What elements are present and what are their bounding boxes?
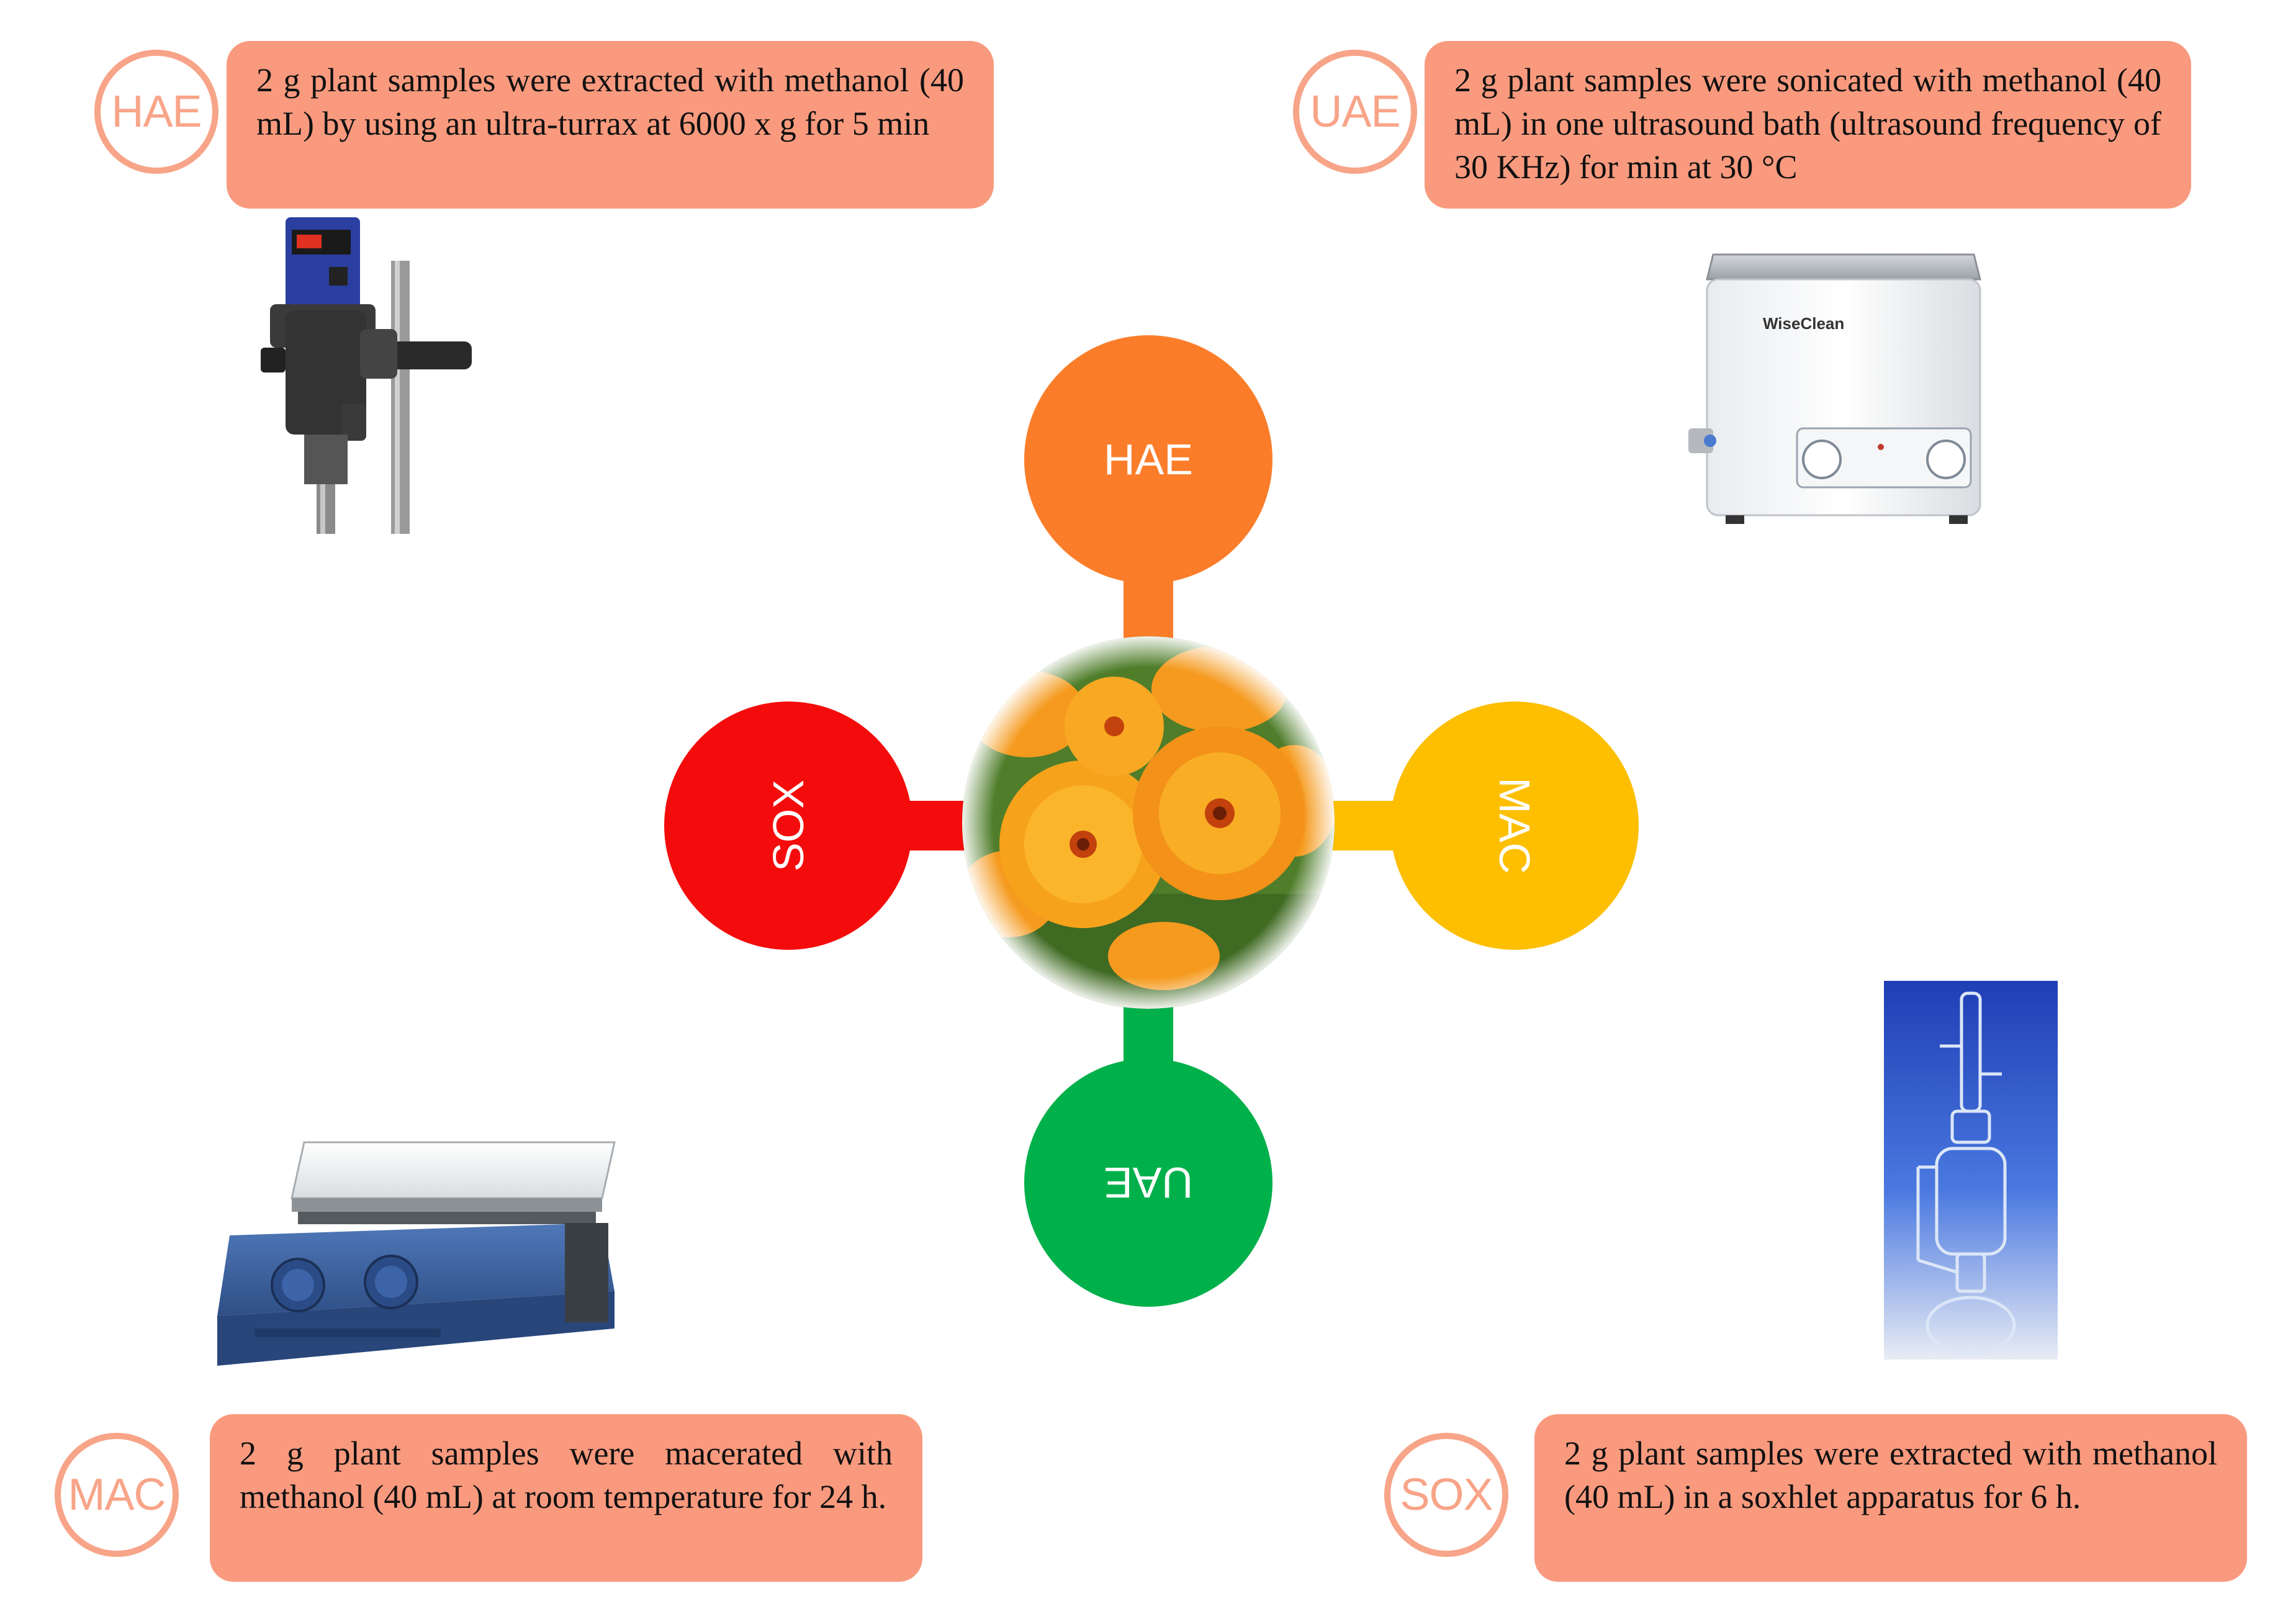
hub-mac-label: MAC (1490, 777, 1539, 874)
hub-mac: MAC (1390, 701, 1639, 950)
soxhlet-apparatus-icon (1884, 981, 2058, 1360)
description-sox-text: 2 g plant samples were extracted with me… (1564, 1435, 2217, 1515)
hot-plate-stirrer-icon (217, 1141, 616, 1366)
hub-hae: HAE (1024, 335, 1272, 584)
badge-uae: UAE (1293, 50, 1417, 174)
description-sox: 2 g plant samples were extracted with me… (1534, 1414, 2247, 1582)
description-hae-text: 2 g plant samples were extracted with me… (256, 61, 964, 142)
hub-hae-label: HAE (1104, 435, 1193, 484)
badge-mac-label: MAC (68, 1470, 166, 1520)
badge-sox-label: SOX (1400, 1470, 1493, 1520)
description-mac-text: 2 g plant samples were macerated with me… (240, 1435, 893, 1515)
hub-sox-label: SOX (763, 780, 813, 872)
ultrasound-bath-icon: WiseClean (1688, 253, 1981, 524)
badge-mac: MAC (55, 1433, 179, 1557)
description-mac: 2 g plant samples were macerated with me… (210, 1414, 922, 1582)
description-uae: 2 g plant samples were sonicated with me… (1425, 41, 2191, 209)
badge-hae: HAE (94, 50, 218, 174)
description-uae-text: 2 g plant samples were sonicated with me… (1454, 61, 2161, 186)
badge-sox: SOX (1384, 1433, 1508, 1557)
hub-uae: UAE (1024, 1058, 1272, 1307)
hub-uae-label: UAE (1104, 1158, 1193, 1207)
badge-uae-label: UAE (1310, 87, 1400, 137)
description-hae: 2 g plant samples were extracted with me… (227, 41, 994, 209)
badge-hae-label: HAE (111, 87, 202, 137)
calendula-flowers-image (962, 636, 1335, 1009)
hub-sox: SOX (664, 701, 912, 950)
bath-brand-label: WiseClean (1763, 314, 1844, 333)
ultra-turrax-homogenizer-icon (261, 217, 472, 534)
